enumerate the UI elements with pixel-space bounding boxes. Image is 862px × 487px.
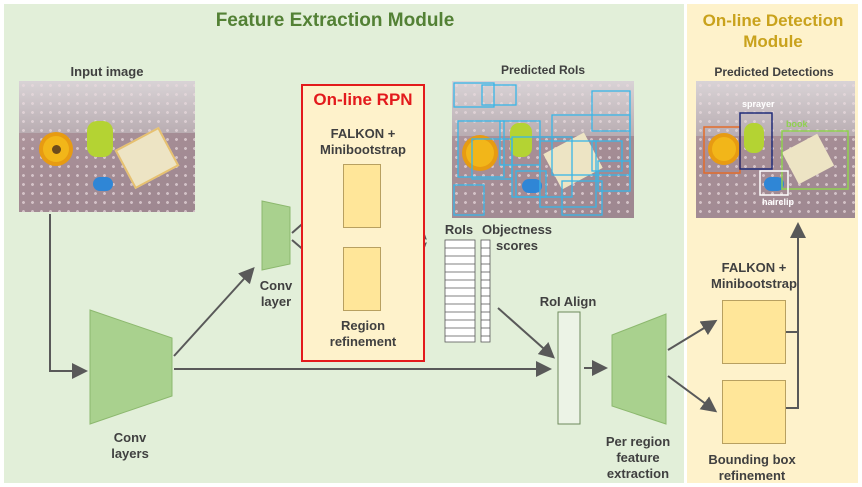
rpn-region-line2: refinement — [329, 334, 397, 349]
objectness-line2: scores — [496, 238, 538, 253]
rpn-falkon-line1: FALKON + — [330, 126, 396, 141]
rpn-region-label: Region refinement — [301, 318, 425, 350]
roi-align-label: RoI Align — [539, 294, 597, 309]
predicted-rois-label: Predicted RoIs — [500, 63, 586, 77]
conv-layers-line1: Conv — [113, 430, 147, 445]
objectness-stack — [480, 239, 491, 343]
per-region-label: Per region feature extraction — [596, 434, 680, 482]
conv-layers-line2: layers — [111, 446, 149, 461]
det-bbox-line2: refinement — [718, 468, 786, 483]
objectness-line1: Objectness — [481, 222, 553, 237]
conv-layers-label: Conv layers — [90, 430, 170, 462]
roi-boxes-overlay — [453, 82, 631, 216]
sprayer-detection-label: sprayer — [742, 99, 775, 109]
conv-layers-block — [89, 309, 173, 425]
book-detection-label: book — [786, 119, 808, 129]
rpn-falkon-box — [343, 164, 381, 228]
detection-boxes-overlay — [703, 112, 849, 196]
rpn-region-box — [343, 247, 381, 311]
arrow-rois-to-roialign — [497, 307, 555, 359]
per-region-block — [611, 313, 667, 425]
arrow-perregion-to-falkon — [667, 319, 718, 351]
conv-layer-label: Conv layer — [244, 278, 308, 310]
feature-extraction-title: Feature Extraction Module — [215, 10, 455, 31]
arrow-conv-to-convlayer — [173, 267, 255, 357]
rois-label: RoIs — [444, 222, 474, 237]
rpn-falkon-line2: Minibootstrap — [320, 142, 406, 157]
online-detection-title-line2: Module — [743, 32, 803, 51]
roi-align-bar — [557, 311, 581, 425]
conv-layer-block — [261, 200, 291, 271]
predicted-detections-label: Predicted Detections — [714, 65, 834, 79]
conv-layer-line2: layer — [260, 294, 292, 309]
rpn-region-line1: Region — [340, 318, 386, 333]
online-detection-title: On-line Detection Module — [690, 10, 856, 52]
per-region-line2: feature — [616, 450, 660, 465]
rois-stack — [444, 239, 476, 343]
objectness-label: Objectness scores — [476, 222, 558, 254]
predicted-rois-image — [452, 81, 634, 218]
hairclip-detection-label: hairclip — [762, 197, 795, 207]
predicted-detections-image: sprayer book hairclip — [696, 81, 855, 218]
per-region-line3: extraction — [606, 466, 670, 481]
conv-layer-line1: Conv — [259, 278, 293, 293]
online-rpn-title: On-line RPN — [313, 90, 413, 109]
det-bbox-box — [722, 380, 786, 444]
arrow-input-to-conv — [49, 214, 88, 379]
det-bbox-label: Bounding box refinement — [690, 452, 814, 484]
online-detection-title-line1: On-line Detection — [702, 11, 844, 30]
arrow-perregion-to-bbox — [667, 375, 718, 413]
rpn-falkon-label: FALKON + Minibootstrap — [301, 126, 425, 158]
det-falkon-label: FALKON + Minibootstrap — [692, 260, 816, 292]
det-bbox-line1: Bounding box — [708, 452, 796, 467]
input-image — [19, 81, 195, 212]
det-falkon-line2: Minibootstrap — [711, 276, 797, 291]
per-region-line1: Per region — [605, 434, 671, 449]
input-image-label: Input image — [70, 64, 144, 79]
det-falkon-line1: FALKON + — [721, 260, 787, 275]
arrow-detection-merge — [786, 331, 799, 409]
det-falkon-box — [722, 300, 786, 364]
